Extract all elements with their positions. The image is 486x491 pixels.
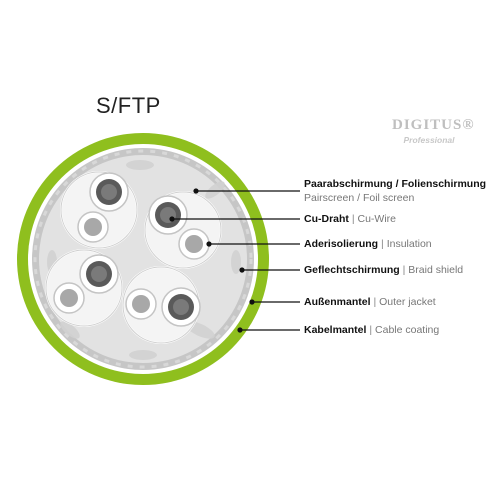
label-de: Außenmantel — [304, 296, 371, 308]
twisted-pair-3 — [45, 249, 123, 327]
label-separator: | — [369, 324, 373, 336]
label-separator: | — [402, 264, 406, 276]
label-pairscreen: Paarabschirmung / Folienschirmung — [304, 178, 486, 190]
twisted-pair-4 — [122, 266, 201, 344]
twisted-pair-1 — [60, 171, 138, 249]
leader-dot — [249, 299, 255, 305]
label-en: Pairscreen / Foil screen — [304, 192, 415, 204]
leader-dot — [169, 216, 175, 222]
leader-dot — [206, 241, 212, 247]
digitus-logo: DIGITUS® Professional — [392, 117, 475, 151]
label-en: Cu-Wire — [357, 213, 397, 225]
label-en: Outer jacket — [379, 296, 436, 308]
cu-wire-core — [101, 184, 117, 200]
label-pairscreen-en: Pairscreen / Foil screen — [304, 192, 414, 204]
leader-dot — [239, 267, 245, 273]
cu-wire-light — [185, 235, 203, 253]
leader-lines — [169, 188, 300, 333]
label-cu-wire: Cu-Draht | Cu-Wire — [304, 213, 396, 225]
pair-foil-screen-outline — [60, 171, 138, 249]
label-outer-jacket: Außenmantel | Outer jacket — [304, 296, 436, 308]
label-de: Aderisolierung — [304, 238, 379, 250]
label-de: Geflechtschirmung — [304, 264, 400, 276]
twisted-pair-2 — [144, 191, 222, 269]
logo-brand: DIGITUS® — [392, 117, 475, 133]
label-cable-coating: Kabelmantel | Cable coating — [304, 324, 439, 336]
label-en: Braid shield — [408, 264, 464, 276]
label-separator: | — [351, 213, 355, 225]
filler-texture — [47, 160, 241, 360]
label-separator: | — [381, 238, 384, 250]
pair-foil-screen-outline — [45, 249, 123, 327]
logo-tagline: Professional — [403, 135, 455, 145]
leader-dot — [193, 188, 199, 194]
label-separator: | — [373, 296, 377, 308]
label-en: Cable coating — [375, 324, 440, 336]
cu-wire-light — [132, 295, 150, 313]
label-en: Insulation — [386, 238, 432, 250]
label-de: Kabelmantel — [304, 324, 367, 336]
diagram-title: S/FTP — [96, 93, 161, 118]
cu-wire-light — [84, 218, 102, 236]
label-de: Cu-Draht — [304, 213, 349, 225]
label-insulation: Aderisolierung | Insulation — [304, 238, 432, 250]
label-braid-shield: Geflechtschirmung | Braid shield — [304, 264, 463, 276]
leader-dot — [237, 327, 243, 333]
label-de: Paarabschirmung / Folienschirmung — [304, 178, 486, 190]
cu-wire-core — [173, 299, 189, 315]
cu-wire-light — [60, 289, 78, 307]
braid-shield-texture — [33, 149, 253, 369]
pair-foil-screen-outline — [144, 191, 222, 269]
cu-wire-core — [91, 266, 107, 282]
